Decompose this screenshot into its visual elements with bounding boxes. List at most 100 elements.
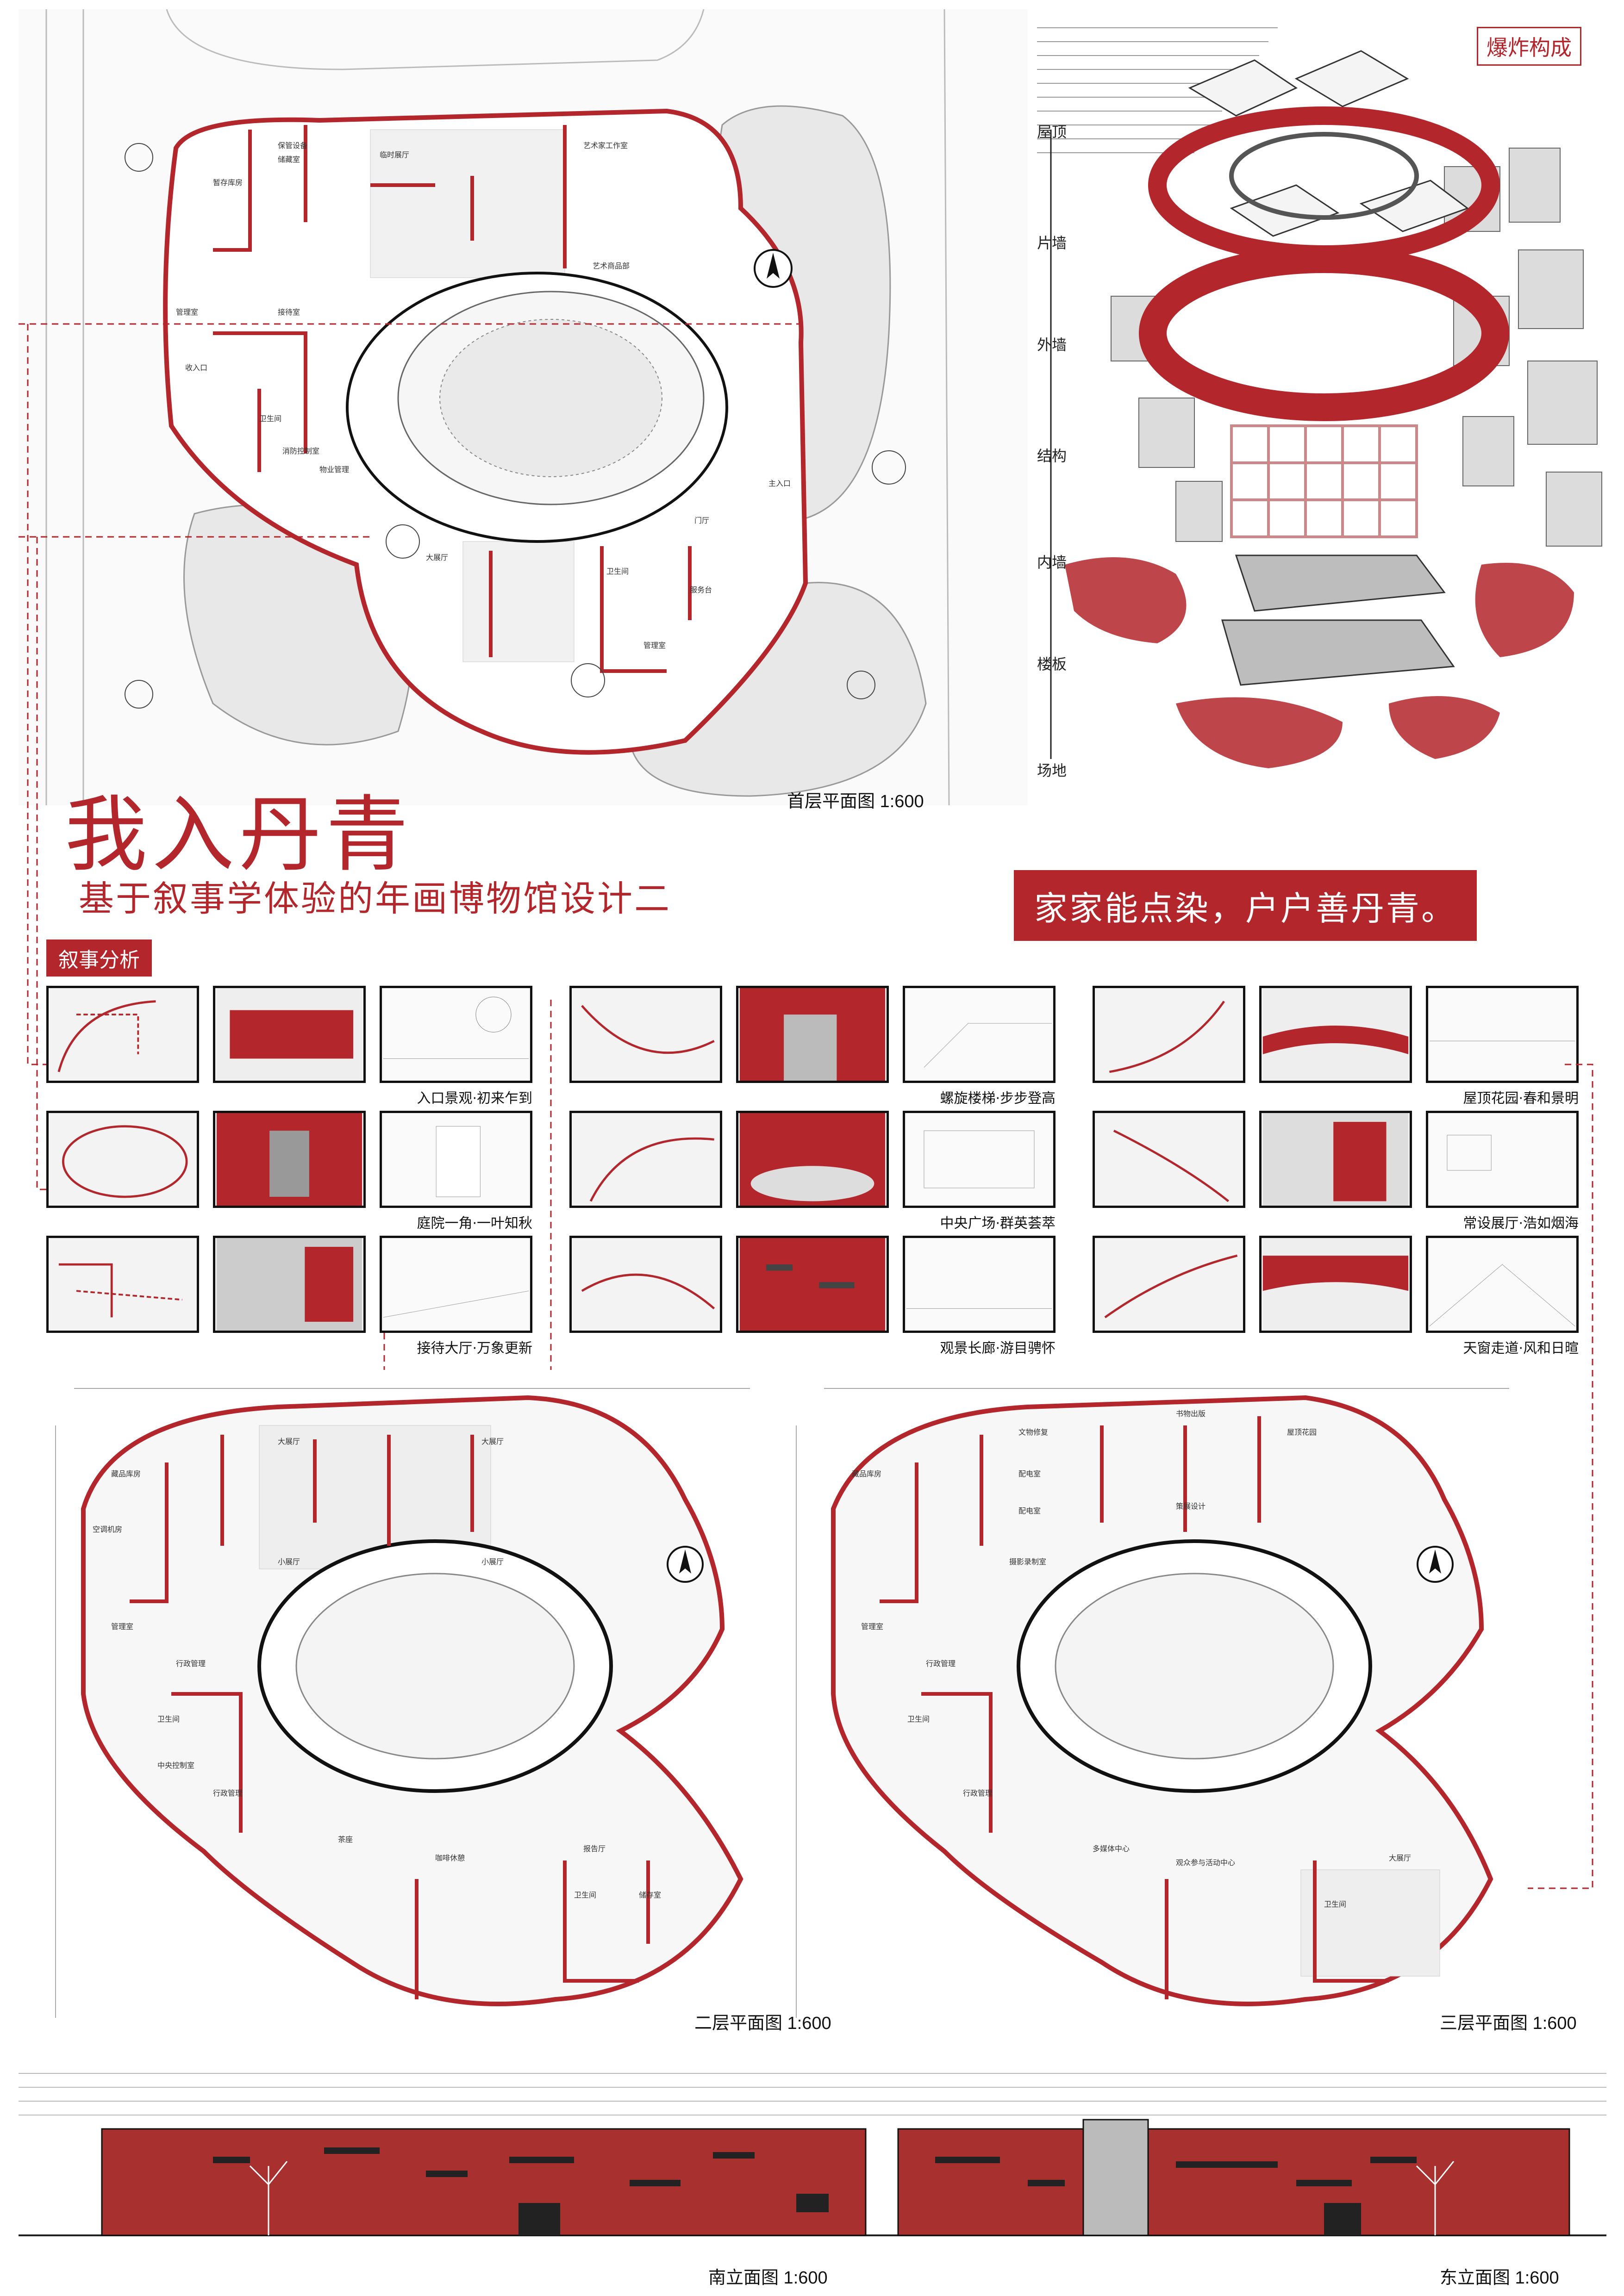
room-label: 保管设备 bbox=[278, 141, 307, 150]
storyboard-render-lobby bbox=[380, 1236, 532, 1333]
room-label: 行政管理 bbox=[213, 1789, 243, 1798]
subtitle: 基于叙事学体验的年画博物馆设计二 bbox=[79, 878, 671, 919]
caption-skylight: 天窗走道·风和日暄 bbox=[1463, 1340, 1579, 1356]
room-label: 小展厅 bbox=[481, 1557, 504, 1566]
layer-label-structure: 结构 bbox=[1037, 447, 1067, 465]
storyboard-model-stair bbox=[736, 986, 889, 1083]
storyboard-model-skylight bbox=[1259, 1236, 1412, 1333]
storyboard-render-skylight bbox=[1426, 1236, 1579, 1333]
room-label: 艺术商品部 bbox=[593, 261, 630, 270]
room-label: 多媒体中心 bbox=[1093, 1844, 1130, 1853]
room-label: 藏品库房 bbox=[852, 1469, 881, 1478]
storyboard-model-entry bbox=[213, 986, 366, 1083]
room-label: 管理室 bbox=[176, 308, 198, 317]
ground-floor-plan-title: 首层平面图 1:600 bbox=[787, 792, 924, 811]
storyboard-plan-roof-garden bbox=[1093, 986, 1245, 1083]
second-floor-plan-title: 二层平面图 1:600 bbox=[694, 2014, 831, 2033]
storyboard-render-corridor bbox=[903, 1236, 1056, 1333]
room-label: 储存室 bbox=[639, 1891, 661, 1899]
layer-label-roof: 屋顶 bbox=[1037, 123, 1067, 141]
room-label: 储藏室 bbox=[278, 155, 300, 164]
third-floor-plan-title: 三层平面图 1:600 bbox=[1440, 2014, 1577, 2033]
exploded-axonometric bbox=[1037, 9, 1616, 796]
east-elevation-title: 东立面图 1:600 bbox=[1440, 2268, 1559, 2288]
room-label: 藏品库房 bbox=[111, 1469, 141, 1478]
exploded-tag: 爆炸构成 bbox=[1477, 27, 1581, 66]
storyboard-model-courtyard bbox=[213, 1111, 366, 1208]
storyboard-render-plaza bbox=[903, 1111, 1056, 1208]
room-label: 消防控制室 bbox=[282, 447, 319, 455]
storyboard-plan-exhibition bbox=[1093, 1111, 1245, 1208]
room-label: 卫生间 bbox=[1324, 1900, 1346, 1909]
room-label: 小展厅 bbox=[278, 1557, 300, 1566]
room-label: 策展设计 bbox=[1176, 1502, 1206, 1511]
room-label: 书物出版 bbox=[1176, 1409, 1206, 1418]
storyboard-plan-stair bbox=[569, 986, 722, 1083]
room-label: 报告厅 bbox=[583, 1844, 606, 1853]
layer-label-site: 场地 bbox=[1037, 762, 1067, 779]
south-elevation bbox=[101, 2128, 867, 2236]
caption-plaza: 中央广场·群英荟萃 bbox=[940, 1215, 1056, 1232]
narrative-tag: 叙事分析 bbox=[46, 940, 152, 977]
east-elevation bbox=[897, 2128, 1570, 2236]
room-label: 屋顶花园 bbox=[1287, 1428, 1317, 1437]
room-label: 管理室 bbox=[643, 641, 666, 650]
storyboard-model-lobby bbox=[213, 1236, 366, 1333]
caption-corridor: 观景长廊·游目骋怀 bbox=[940, 1340, 1056, 1356]
room-label: 配电室 bbox=[1018, 1469, 1041, 1478]
room-label: 卫生间 bbox=[574, 1891, 596, 1899]
storyboard-model-exhibition bbox=[1259, 1111, 1412, 1208]
room-label: 主入口 bbox=[768, 479, 791, 488]
main-title: 我入丹青 bbox=[65, 787, 413, 883]
room-label: 卫生间 bbox=[259, 414, 281, 423]
caption-stair: 螺旋楼梯·步步登高 bbox=[940, 1090, 1056, 1107]
room-label: 行政管理 bbox=[926, 1659, 956, 1668]
storyboard-plan-corridor bbox=[569, 1236, 722, 1333]
room-label: 服务台 bbox=[690, 585, 712, 594]
storyboard-render-entry bbox=[380, 986, 532, 1083]
room-label: 物业管理 bbox=[319, 465, 349, 474]
room-label: 大展厅 bbox=[481, 1437, 504, 1446]
room-label: 门厅 bbox=[694, 516, 709, 525]
storyboard-plan-lobby bbox=[46, 1236, 199, 1333]
room-label: 收入口 bbox=[185, 363, 207, 372]
room-label: 观众参与活动中心 bbox=[1176, 1858, 1235, 1867]
room-label: 大展厅 bbox=[1389, 1854, 1411, 1862]
storyboard-model-roof-garden bbox=[1259, 986, 1412, 1083]
storyboard-render-roof-garden bbox=[1426, 986, 1579, 1083]
slogan-banner: 家家能点染，户户善丹青。 bbox=[1014, 870, 1477, 941]
room-label: 卫生间 bbox=[907, 1715, 930, 1724]
room-label: 卫生间 bbox=[606, 567, 629, 576]
storyboard-plan-skylight bbox=[1093, 1236, 1245, 1333]
storyboard-render-courtyard bbox=[380, 1111, 532, 1208]
room-label: 摄影录制室 bbox=[1009, 1557, 1046, 1566]
storyboard-render-exhibition bbox=[1426, 1111, 1579, 1208]
room-label: 卫生间 bbox=[157, 1715, 180, 1724]
layer-label-inner-wall: 内墙 bbox=[1037, 554, 1067, 571]
narrative-storyboard: 入口景观·初来乍到 庭院一角·一叶知秋 接待大厅·万象更新 螺旋楼梯·步步登高 … bbox=[46, 986, 1579, 1356]
room-label: 暂存库房 bbox=[213, 178, 243, 187]
south-elevation-title: 南立面图 1:600 bbox=[708, 2268, 828, 2288]
room-label: 文物修复 bbox=[1018, 1428, 1048, 1437]
layer-label-outer-wall: 外墙 bbox=[1037, 336, 1067, 354]
room-label: 管理室 bbox=[861, 1622, 883, 1631]
caption-courtyard: 庭院一角·一叶知秋 bbox=[417, 1215, 532, 1232]
storyboard-plan-entry bbox=[46, 986, 199, 1083]
room-label: 茶座 bbox=[338, 1835, 353, 1844]
storyboard-plan-courtyard bbox=[46, 1111, 199, 1208]
ground-floor-plan: 临时展厅 艺术家工作室 保管设备 储藏室 暂存库房 艺术商品部 管理室 接待室 … bbox=[19, 9, 1028, 805]
layer-label-fin-wall: 片墙 bbox=[1037, 234, 1067, 252]
storyboard-render-stair bbox=[903, 986, 1056, 1083]
caption-roof-garden: 屋顶花园·春和景明 bbox=[1463, 1090, 1579, 1107]
elevations bbox=[19, 2073, 1606, 2236]
room-label: 接待室 bbox=[278, 308, 300, 317]
room-label: 空调机房 bbox=[93, 1525, 122, 1534]
room-label: 中央控制室 bbox=[157, 1761, 194, 1770]
room-label: 临时展厅 bbox=[380, 150, 409, 159]
room-label: 配电室 bbox=[1018, 1506, 1041, 1515]
caption-lobby: 接待大厅·万象更新 bbox=[417, 1340, 532, 1356]
room-label: 管理室 bbox=[111, 1622, 133, 1631]
room-label: 行政管理 bbox=[176, 1659, 206, 1668]
storyboard-model-corridor bbox=[736, 1236, 889, 1333]
